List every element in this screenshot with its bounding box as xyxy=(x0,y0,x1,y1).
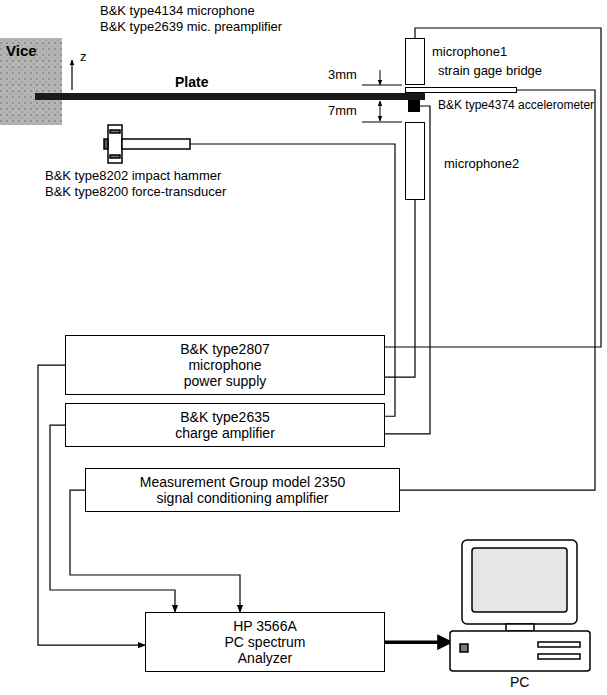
strain-gage: strain gage bridge xyxy=(405,87,517,93)
instrument-box: B&K type2635 charge amplifier xyxy=(65,403,385,447)
z-axis xyxy=(71,60,72,90)
signal-wire xyxy=(385,200,415,377)
vice xyxy=(0,38,62,125)
outline-part xyxy=(110,155,120,158)
outline-part xyxy=(450,631,590,671)
microphone: microphone1 xyxy=(405,38,425,85)
impact-hammer: B&K type8202 impact hammerB&K type8200 f… xyxy=(108,125,190,163)
dimension: 3mm xyxy=(328,68,357,83)
outline-part xyxy=(122,139,190,149)
outline-part xyxy=(460,644,468,652)
part-label: B&K type8202 impact hammer xyxy=(45,169,221,184)
part-name: Vice xyxy=(6,42,37,59)
outline-part xyxy=(104,139,108,149)
title-text: B&K type2639 mic. preamplifier xyxy=(100,20,282,35)
axis-label: z xyxy=(80,50,87,65)
part-label: strain gage bridge xyxy=(438,64,542,79)
part-label: B&K type4374 accelerometer xyxy=(438,99,594,113)
box-label: HP 3566A PC spectrum Analyzer xyxy=(223,618,307,666)
signal-wire xyxy=(50,425,175,612)
outline-part xyxy=(462,540,577,624)
dimension-lines xyxy=(362,70,402,122)
data-arrow xyxy=(385,640,450,644)
part-name: Plate xyxy=(175,74,208,90)
accelerometer: B&K type4374 accelerometer xyxy=(408,100,420,112)
signal-wire xyxy=(400,90,595,490)
plate xyxy=(35,93,425,100)
microphone: microphone2 xyxy=(405,122,425,200)
computer-outline xyxy=(450,540,590,672)
outline-part xyxy=(506,624,534,631)
part-label: PC xyxy=(510,674,529,690)
dimension: 7mm xyxy=(328,104,357,119)
box-label: Measurement Group model 2350 signal cond… xyxy=(128,474,358,506)
box-label: B&K type2635 charge amplifier xyxy=(160,409,290,441)
outline-part xyxy=(110,130,120,133)
instrument-box: HP 3566A PC spectrum Analyzer xyxy=(145,612,385,672)
part-label: microphone1 xyxy=(432,45,507,60)
part-label: B&K type8200 force-transducer xyxy=(45,185,226,200)
part-label: microphone2 xyxy=(444,157,519,172)
signal-wire xyxy=(385,106,430,434)
outline-part xyxy=(472,548,567,612)
impact-hammer-outline xyxy=(108,125,190,163)
computer: PC xyxy=(450,540,590,672)
title-text: B&K type4134 microphone xyxy=(100,4,255,19)
outline-part xyxy=(538,642,580,647)
signal-wire xyxy=(385,28,601,347)
instrument-box: Measurement Group model 2350 signal cond… xyxy=(85,468,400,512)
box-label: B&K type2807 microphone power supply xyxy=(170,341,280,389)
outline-part xyxy=(108,125,122,163)
outline-part xyxy=(538,654,580,659)
instrument-box: B&K type2807 microphone power supply xyxy=(65,335,385,395)
